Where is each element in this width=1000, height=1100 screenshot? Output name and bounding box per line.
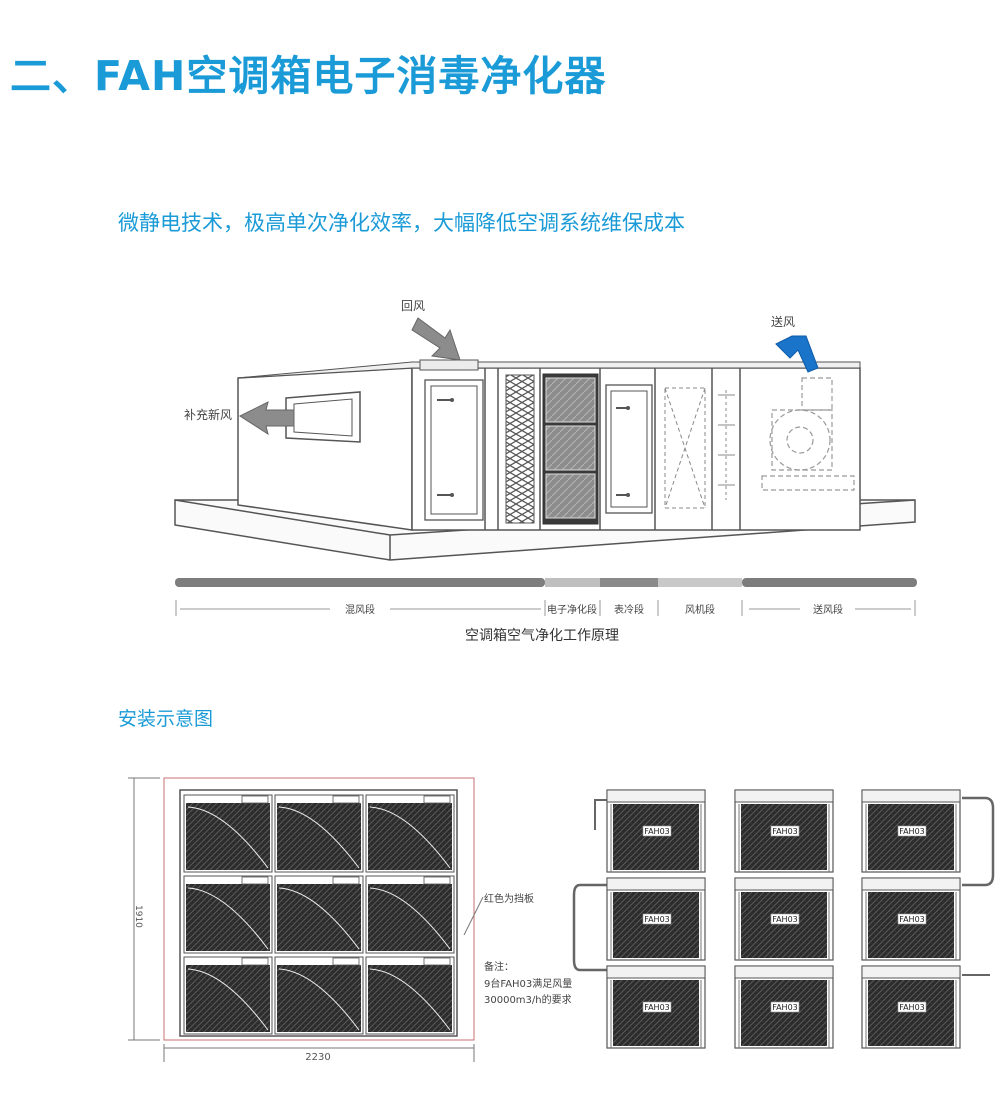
- unit-grid-stacked: FAH03FAH03FAH03FAH03FAH03FAH03FAH03FAH03…: [606, 789, 961, 1049]
- install-front-view: 1910 2230 红色为挡板 备注： 9台FAH03满足风量 30000m3/…: [128, 777, 572, 1063]
- unit-label: FAH03: [644, 827, 670, 836]
- cooling-coil: [664, 387, 706, 509]
- segment-label: 电子净化段: [547, 603, 597, 616]
- page-title: 二、FAH空调箱电子消毒净化器: [10, 52, 607, 100]
- access-door: [424, 379, 484, 521]
- note-title: 备注：: [484, 960, 514, 973]
- ahu-diagram: 回风 补充新风 送风 混风段 电子净化段 表冷段 风机段 送风段 空调箱空气净化…: [174, 299, 917, 644]
- dim-width-label: 2230: [305, 1052, 330, 1063]
- purifier-unit-front: [365, 875, 455, 954]
- purifier-unit: FAH03: [734, 789, 834, 873]
- purifier-unit-front: [274, 956, 364, 1035]
- unit-label: FAH03: [772, 1003, 798, 1012]
- purifier-unit-front: [183, 956, 273, 1035]
- unit-label: FAH03: [772, 915, 798, 924]
- baffle-frame: [163, 777, 475, 1041]
- purifier-unit: FAH03: [734, 965, 834, 1049]
- purifier-unit: FAH03: [606, 965, 706, 1049]
- ahu-caption: 空调箱空气净化工作原理: [465, 628, 619, 644]
- segment-bar: [175, 578, 917, 587]
- unit-label: FAH03: [772, 827, 798, 836]
- subtitle: 微静电技术，极高单次净化效率，大幅降低空调系统维保成本: [118, 211, 685, 235]
- purifier-unit: FAH03: [861, 965, 961, 1049]
- return-air-arrow-icon: [411, 317, 461, 361]
- purifier-unit-front: [274, 794, 364, 873]
- install-heading: 安装示意图: [118, 708, 214, 730]
- purifier-unit: FAH03: [734, 877, 834, 961]
- purifier-unit: FAH03: [606, 789, 706, 873]
- spray-nozzles: [718, 390, 735, 500]
- cable-pipe: [572, 883, 607, 972]
- fan-icon: [761, 377, 855, 491]
- segment-label: 表冷段: [614, 603, 644, 616]
- mixing-box: [237, 367, 413, 531]
- note-line: 30000m3/h的要求: [484, 993, 572, 1006]
- purifier-unit: FAH03: [606, 877, 706, 961]
- fresh-air-label: 补充新风: [184, 407, 232, 422]
- supply-air-label: 送风: [771, 314, 795, 329]
- purifier-unit: FAH03: [861, 789, 961, 873]
- unit-grid-front: [183, 794, 455, 1035]
- purifier-unit-front: [274, 875, 364, 954]
- install-stacked-view: FAH03FAH03FAH03FAH03FAH03FAH03FAH03FAH03…: [572, 789, 995, 1049]
- note-line: 9台FAH03满足风量: [484, 977, 572, 990]
- baffle-note: 红色为挡板: [484, 892, 534, 905]
- fresh-air-arrow-icon: [238, 401, 295, 436]
- purifier-unit-front: [365, 956, 455, 1035]
- unit-label: FAH03: [644, 1003, 670, 1012]
- segment-label: 风机段: [685, 603, 715, 616]
- return-air-label: 回风: [401, 299, 425, 313]
- purifier-unit-front: [183, 794, 273, 873]
- primary-filter: [505, 374, 535, 524]
- unit-label: FAH03: [899, 1003, 925, 1012]
- unit-label: FAH03: [644, 915, 670, 924]
- cable-pipe: [962, 796, 995, 887]
- segment-label: 送风段: [813, 603, 843, 616]
- purifier-unit-front: [365, 794, 455, 873]
- supply-air-arrow-icon: [775, 335, 819, 373]
- segment-label: 混风段: [345, 603, 375, 616]
- purifier-unit-front: [183, 875, 273, 954]
- dim-height-label: 1910: [133, 905, 143, 928]
- purifier-unit: FAH03: [861, 877, 961, 961]
- unit-label: FAH03: [899, 915, 925, 924]
- access-door: [605, 384, 653, 514]
- segment-dimension-lines: [175, 600, 916, 616]
- unit-label: FAH03: [899, 827, 925, 836]
